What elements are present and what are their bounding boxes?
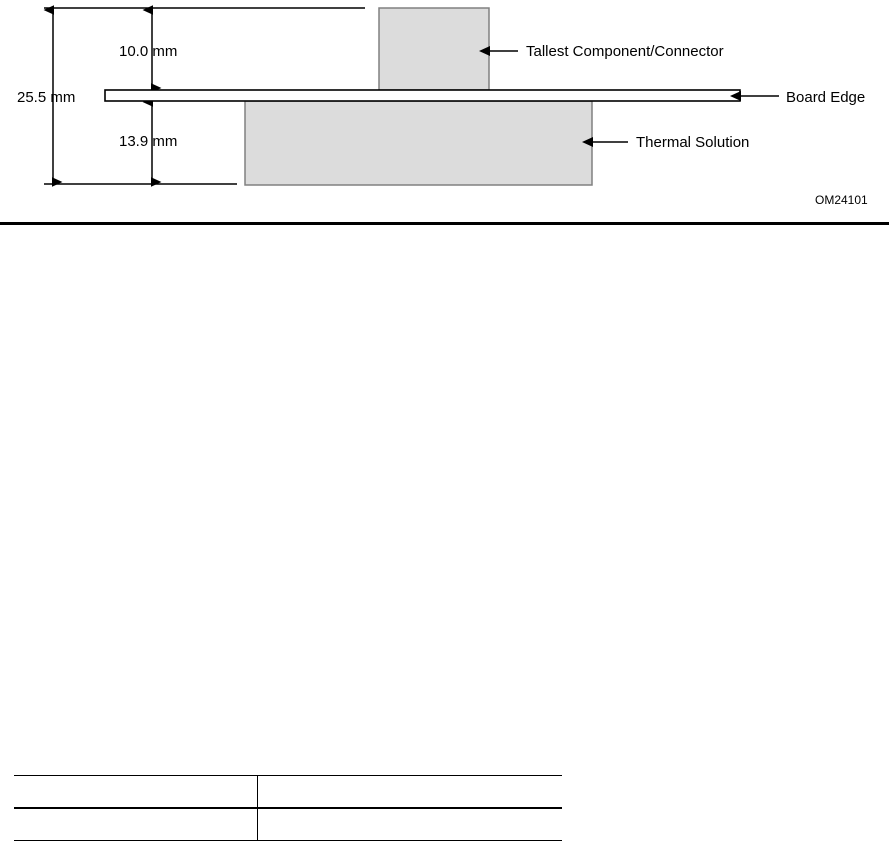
table-row xyxy=(14,807,562,841)
dimension-label-below-board: 13.9 mm xyxy=(119,133,178,150)
tallest-component-block xyxy=(378,7,490,91)
bottom-table xyxy=(14,775,562,841)
callout-label-board-edge: Board Edge xyxy=(786,89,866,106)
table-header-cell-1 xyxy=(14,775,258,808)
dimension-label-overall-height: 25.5 mm xyxy=(17,89,76,106)
table-header-cell-2 xyxy=(257,776,562,808)
table-cell-2 xyxy=(257,808,562,841)
thermal-solution-block xyxy=(244,100,593,186)
callout-label-tallest-component: Tallest Component/Connector xyxy=(526,43,724,60)
diagram-canvas xyxy=(43,5,779,187)
table-header-row xyxy=(14,775,562,808)
callout-label-thermal-solution: Thermal Solution xyxy=(636,134,750,151)
board-edge-bar xyxy=(104,89,741,102)
dimension-label-above-board: 10.0 mm xyxy=(119,43,178,60)
section-divider-rule xyxy=(0,222,889,225)
figure-reference-code: OM24101 xyxy=(815,193,868,207)
table-cell-1 xyxy=(14,807,258,841)
height-clearance-diagram: 25.5 mm 10.0 mm 13.9 mm Tallest Componen… xyxy=(0,0,889,222)
